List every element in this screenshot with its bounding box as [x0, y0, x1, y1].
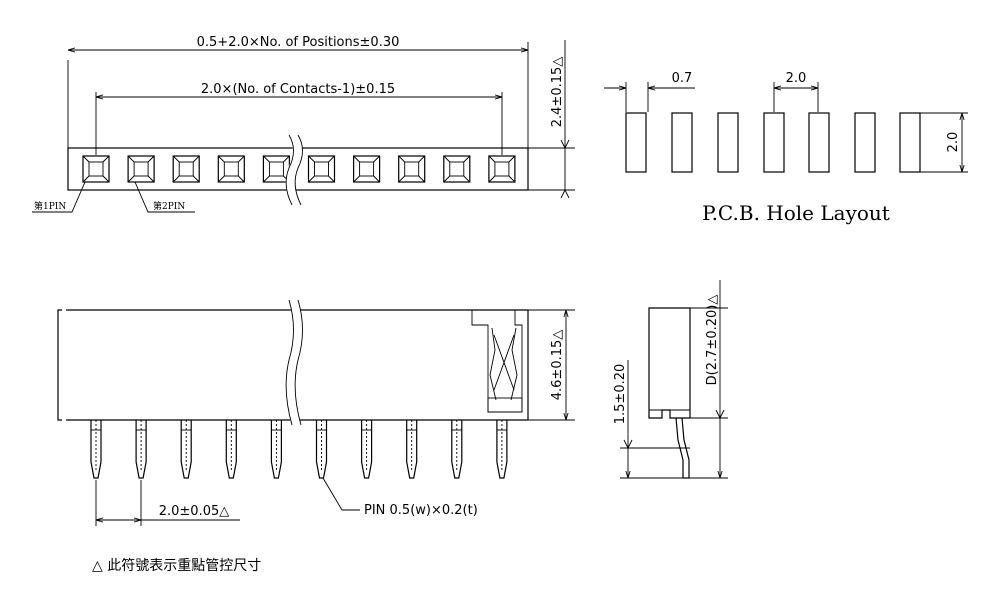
overall-length-text: 0.5+2.0×No. of Positions±0.30	[197, 35, 400, 50]
pcb-pad	[899, 112, 921, 173]
contact-square	[443, 155, 471, 183]
contact-square	[307, 155, 336, 183]
contact-square	[488, 155, 516, 183]
control-dimension-note: △ 此符號表示重點管控尺寸	[92, 558, 261, 574]
pin2-leader	[134, 181, 195, 213]
front-view: 4.6±0.15△ 2.0±0.05△ PIN 0.5(w)×0.2(t)	[57, 298, 575, 526]
front-pin	[361, 420, 373, 479]
side-view: D(2.7±0.20)△ 1.5±0.20	[613, 280, 728, 479]
contact-squares	[82, 155, 516, 183]
pin-spec-text: PIN 0.5(w)×0.2(t)	[364, 503, 478, 518]
pcb-caption: P.C.B. Hole Layout	[702, 201, 890, 225]
body-height-text: 4.6±0.15△	[550, 330, 565, 401]
pcb-pad	[625, 112, 647, 173]
pcb-pad	[763, 112, 785, 173]
pcb-pads	[625, 112, 921, 173]
pcb-layout: 0.7 2.0 2.0 P.C.B. Hole Layout	[604, 71, 968, 225]
pin1-leader	[32, 181, 86, 213]
pcb-pad	[808, 112, 830, 173]
front-pin	[180, 420, 192, 479]
contact-square	[127, 155, 155, 183]
height-text: 2.4±0.15△	[550, 57, 565, 128]
front-pin	[270, 420, 282, 479]
pin1-label: 第1PIN	[34, 200, 66, 212]
contact-square	[217, 155, 245, 183]
pad-width-text: 0.7	[672, 71, 693, 86]
front-pin	[451, 420, 463, 479]
pcb-pad	[671, 112, 693, 173]
pin-spec-leader	[322, 477, 360, 511]
pcb-pad	[717, 112, 739, 173]
top-view: 0.5+2.0×No. of Positions±0.30 2.0×(No. o…	[32, 35, 575, 213]
pad-height-text: 2.0	[946, 132, 961, 153]
front-pin	[90, 420, 102, 479]
d-dimension-text: D(2.7±0.20)△	[705, 295, 720, 386]
contact-square	[82, 155, 110, 183]
contact-square	[398, 155, 426, 183]
contact-square	[353, 155, 381, 183]
contact-square	[262, 155, 290, 183]
tail-length-text: 1.5±0.20	[613, 364, 628, 425]
front-pins	[90, 420, 508, 479]
pin2-label: 第2PIN	[153, 200, 185, 212]
pitch-text: 2.0	[786, 71, 807, 86]
pcb-pad	[854, 112, 876, 173]
contact-span-text: 2.0×(No. of Contacts-1)±0.15	[201, 82, 395, 97]
front-pin	[135, 420, 147, 479]
contact-square	[172, 155, 200, 183]
pitch-tolerance-text: 2.0±0.05△	[159, 504, 230, 519]
contact-section	[471, 310, 523, 413]
front-pin	[496, 420, 508, 479]
front-pin	[315, 420, 328, 479]
front-pin	[225, 420, 237, 479]
front-pin	[406, 420, 418, 479]
